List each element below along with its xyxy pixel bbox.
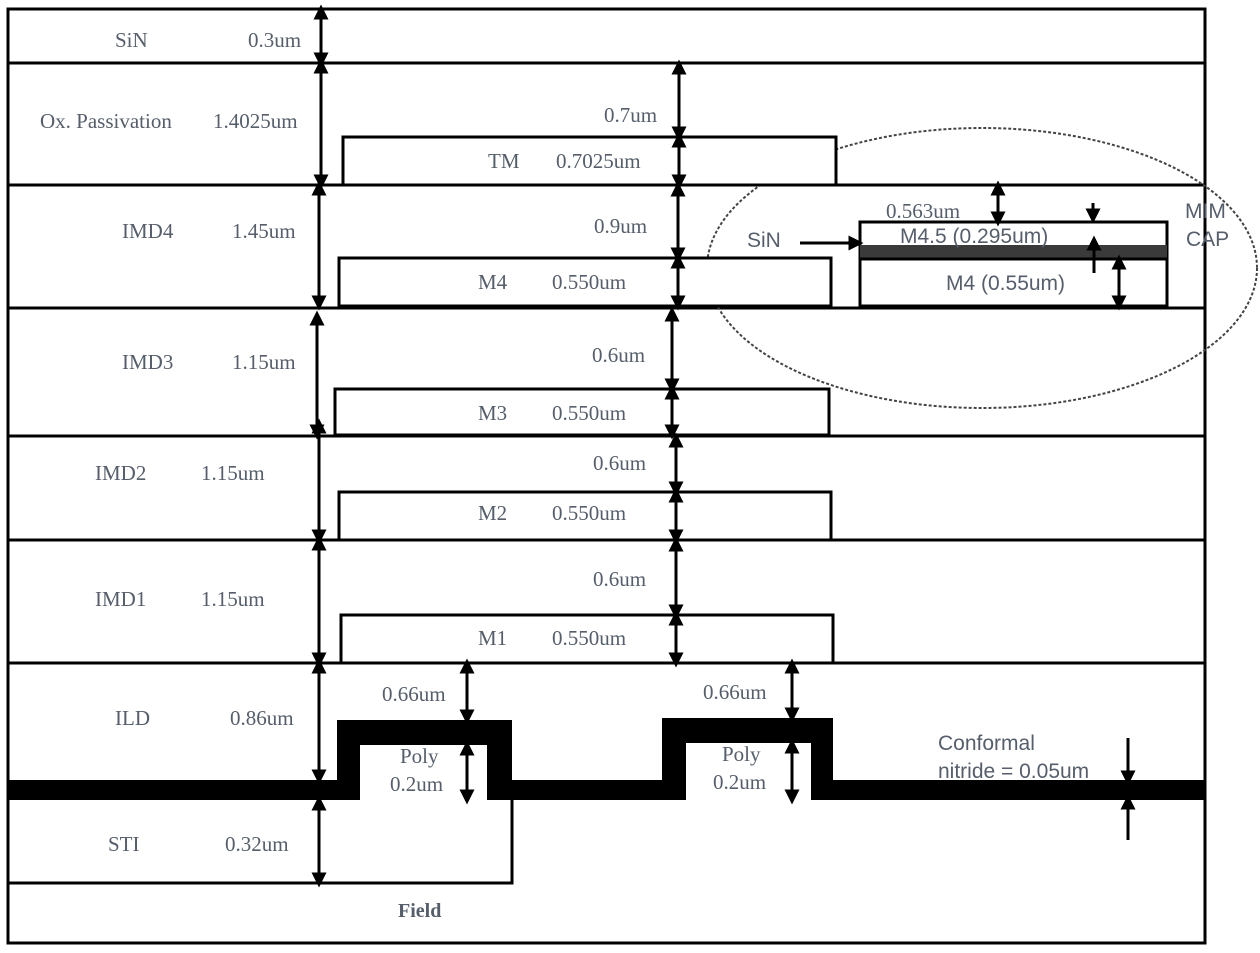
mim-top-plate: M4.5 (0.295um) [900,225,1048,248]
layer-name-passivation: Ox. Passivation [40,109,172,133]
metal-m4-name: M4 [478,270,508,294]
metal-tm-name: TM [488,149,520,173]
metal-m1 [339,613,835,665]
layer-thickness-imd2: 1.15um [201,461,265,485]
metal-m2-thickness: 0.550um [552,501,626,525]
metal-tm-thickness: 0.7025um [556,149,641,173]
metal-m1-thickness: 0.550um [552,626,626,650]
metal-m2 [337,490,833,542]
layer-thickness-passivation: 1.4025um [213,109,298,133]
layer-name-ild: ILD [115,706,150,730]
nitride-label-line1: Conformal [938,732,1035,755]
metal-m3-name: M3 [478,401,507,425]
poly2-thickness: 0.2um [713,770,766,794]
mim-sin-label: SiN [747,229,781,252]
mim-gap: 0.563um [886,199,960,223]
metal-m4-thickness: 0.550um [552,270,626,294]
layer-thickness-imd3: 1.15um [232,350,296,374]
metal-m2-gap: 0.6um [593,451,646,475]
dimension-arrows [309,4,1136,888]
layer-thickness-sin: 0.3um [248,28,301,52]
poly2-name: Poly [722,742,761,766]
metal-m3-thickness: 0.550um [552,401,626,425]
layer-thickness-imd1: 1.15um [201,587,265,611]
metal-m3 [333,387,831,437]
layer-thickness-ild: 0.86um [230,706,294,730]
layer-name-imd3: IMD3 [122,350,173,374]
poly1-thickness: 0.2um [390,772,443,796]
outer-frame [6,7,1207,945]
poly1-name: Poly [400,744,439,768]
metal-m3-gap: 0.6um [592,343,645,367]
layer-thickness-sti: 0.32um [225,832,289,856]
poly1-gap: 0.66um [382,682,446,706]
field-label: Field [398,900,441,922]
layer-name-imd1: IMD1 [95,587,146,611]
layer-name-imd2: IMD2 [95,461,146,485]
layer-name-imd4: IMD4 [122,219,174,243]
mim-title-line1: MIM [1185,200,1226,223]
metal-m2-name: M2 [478,501,507,525]
mim-cap-highlight-ellipse [706,127,1258,409]
metal-m1-name: M1 [478,626,507,650]
metal-tm [341,135,838,187]
metal-tm-gap: 0.7um [604,103,657,127]
layer-thickness-imd4: 1.45um [232,219,296,243]
layer-name-sti: STI [108,832,140,856]
mim-title-line2: CAP [1186,228,1229,251]
conformal-nitride [8,718,1205,800]
nitride-label-line2: nitride = 0.05um [938,760,1089,783]
metal-m1-gap: 0.6um [593,567,646,591]
layer-name-sin: SiN [115,28,148,52]
metal-m4 [337,256,833,308]
layer-boundaries [8,61,1205,885]
mim-bottom-plate: M4 (0.55um) [946,272,1065,295]
poly2-gap: 0.66um [703,680,767,704]
metal-m4-gap: 0.9um [594,214,647,238]
